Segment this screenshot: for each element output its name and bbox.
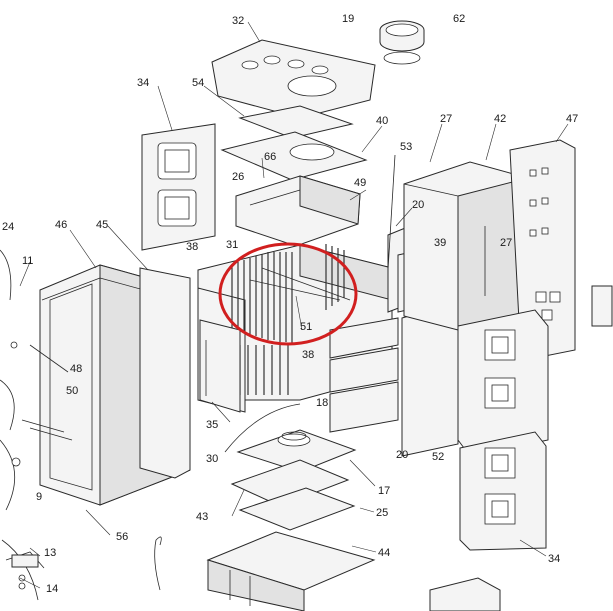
label-52: 52	[432, 451, 444, 463]
label-32: 32	[232, 15, 244, 27]
bottom-right-piece	[429, 577, 501, 611]
label-47: 47	[566, 113, 578, 125]
label-53: 53	[400, 141, 412, 153]
label-13: 13	[44, 547, 56, 559]
label-38-top: 38	[186, 241, 198, 253]
label-51: 51	[300, 321, 312, 333]
label-34-top: 34	[137, 77, 149, 89]
label-34-bottom: 34	[548, 553, 560, 565]
label-66: 66	[264, 151, 276, 163]
flue-collar-19-62	[379, 20, 425, 65]
label-27-mid: 27	[500, 237, 512, 249]
label-31: 31	[226, 239, 238, 251]
label-19: 19	[342, 13, 354, 25]
highlight-circle	[218, 242, 358, 346]
plate-54	[238, 105, 354, 139]
label-46: 46	[55, 219, 67, 231]
label-43: 43	[196, 511, 208, 523]
front-frame-35	[199, 319, 241, 413]
decor-tiles-34	[457, 309, 549, 551]
label-56: 56	[116, 531, 128, 543]
front-plates-38	[329, 317, 399, 433]
label-45: 45	[96, 219, 108, 231]
rod-53	[387, 154, 396, 271]
part-labels: 24 11 46 45 48 50 9 56 13 14 34 32 19 62…	[2, 13, 578, 595]
label-26: 26	[232, 171, 244, 183]
label-30: 30	[206, 453, 218, 465]
label-38-mid: 38	[302, 349, 314, 361]
label-24: 24	[2, 221, 14, 233]
tray-43	[230, 459, 350, 507]
label-42: 42	[494, 113, 506, 125]
cable-30	[224, 403, 301, 453]
rods-48-50	[21, 344, 73, 441]
label-49: 49	[354, 177, 366, 189]
base-44	[206, 531, 376, 611]
label-25: 25	[376, 507, 388, 519]
label-11: 11	[22, 255, 33, 267]
small-panel-right	[591, 285, 613, 327]
left-edge-parts	[0, 249, 45, 601]
label-48: 48	[70, 363, 82, 375]
baffle-box-49	[235, 175, 361, 247]
label-14: 14	[46, 583, 58, 595]
top-lid-32	[211, 39, 376, 119]
label-62: 62	[453, 13, 465, 25]
leader-lines	[19, 21, 569, 589]
door-panel-34	[141, 123, 216, 251]
label-50: 50	[66, 385, 78, 397]
plate-45	[139, 267, 191, 479]
label-18: 18	[316, 397, 328, 409]
label-9: 9	[36, 491, 42, 503]
label-35: 35	[206, 419, 218, 431]
tool-hook	[154, 536, 162, 591]
label-20-top: 20	[412, 199, 424, 211]
top-plate-40	[220, 131, 368, 181]
label-54: 54	[192, 77, 204, 89]
firebox-slats	[231, 244, 351, 395]
label-44: 44	[378, 547, 390, 559]
cabinet-42	[403, 161, 529, 331]
label-39: 39	[434, 237, 446, 249]
label-20-bottom: 20	[396, 449, 408, 461]
label-17: 17	[378, 485, 390, 497]
tray-25	[238, 487, 356, 531]
label-27-top: 27	[440, 113, 452, 125]
back-panel-47	[509, 139, 576, 357]
burner-plate-17	[236, 429, 357, 473]
label-40: 40	[376, 115, 388, 127]
